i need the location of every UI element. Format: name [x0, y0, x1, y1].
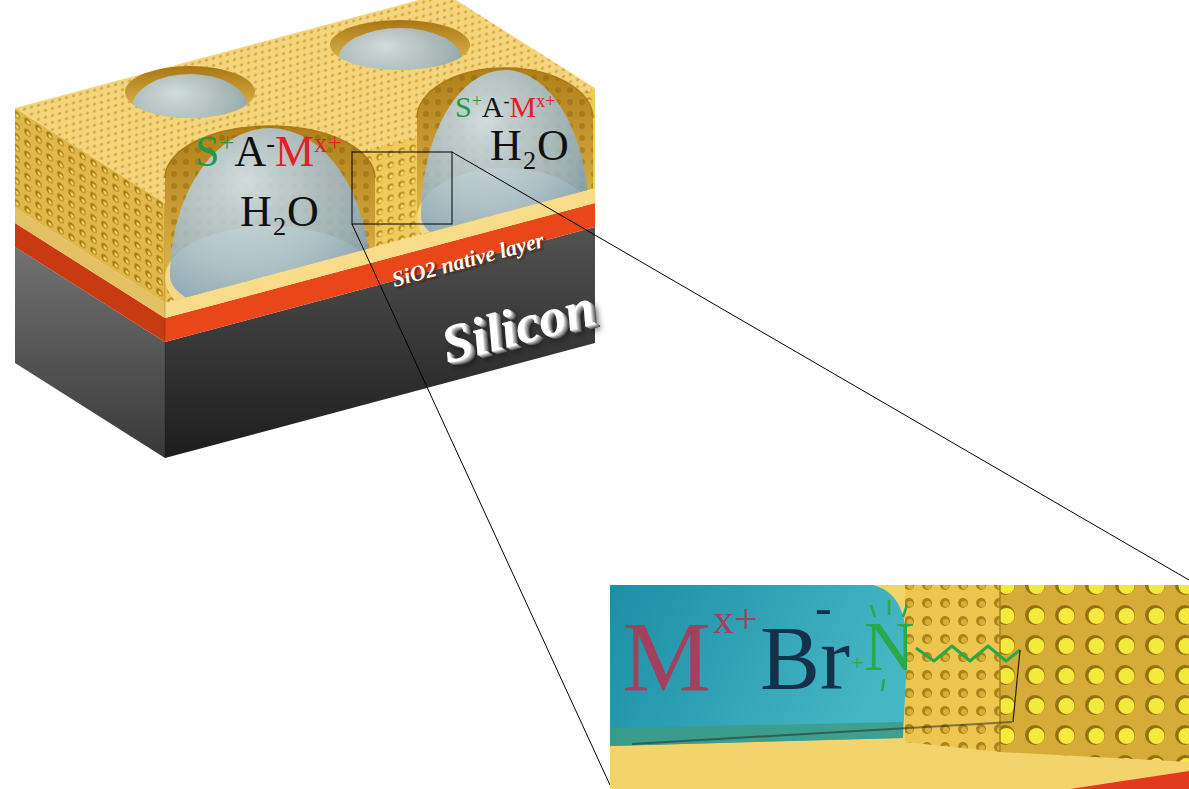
layer-label: SiO2 native layer	[390, 229, 547, 291]
pore-wall-front	[1000, 585, 1189, 762]
pit-rim	[165, 126, 375, 178]
pit-rim	[417, 68, 593, 118]
metal-symbol: M	[622, 607, 711, 707]
formula-row: H₂O	[240, 190, 319, 234]
droplet	[421, 70, 589, 252]
pit-pores	[165, 126, 375, 330]
chain-shadow	[1013, 650, 1020, 722]
zoom-leader	[352, 224, 610, 785]
charge-superscript: -	[815, 582, 832, 632]
anion-symbol: A	[234, 127, 266, 176]
charge-superscript: x+	[536, 91, 555, 111]
anion-symbol: A	[482, 90, 504, 123]
oxide-strip	[1070, 771, 1189, 789]
nitrogen-symbol: N	[864, 612, 915, 682]
layer-label: Silicon	[436, 280, 601, 373]
cation-symbol: S	[195, 127, 219, 176]
shadow-line	[632, 722, 1012, 744]
formula-row: S+A-Mx+	[455, 92, 555, 122]
zoom-leader	[452, 152, 1189, 580]
charge-superscript: +	[472, 91, 482, 111]
charge-label: +	[851, 652, 863, 674]
zoom-frame	[352, 152, 452, 224]
bromide-symbol: Br	[760, 614, 850, 704]
water-label: H₂O	[490, 121, 569, 170]
charge-superscript: -	[504, 91, 510, 111]
inset-floor	[610, 585, 1189, 789]
water-label: H₂O	[240, 187, 319, 236]
alkyl-chain	[916, 646, 1020, 661]
metal-symbol: M	[510, 90, 537, 123]
formula-row: S+A-Mx+	[195, 130, 342, 174]
cutaway-pit	[165, 126, 375, 330]
wall-edge	[999, 585, 1001, 752]
pit-wall	[165, 126, 375, 330]
cation-symbol: S	[455, 90, 472, 123]
charge-superscript: +	[219, 128, 234, 158]
droplet-closeup	[610, 585, 907, 746]
metal-symbol: M	[275, 127, 314, 176]
formula-row: H₂O	[490, 124, 569, 168]
charge-superscript: x+	[713, 598, 758, 640]
charge-superscript: -	[266, 128, 275, 158]
charge-superscript: x+	[314, 128, 342, 158]
